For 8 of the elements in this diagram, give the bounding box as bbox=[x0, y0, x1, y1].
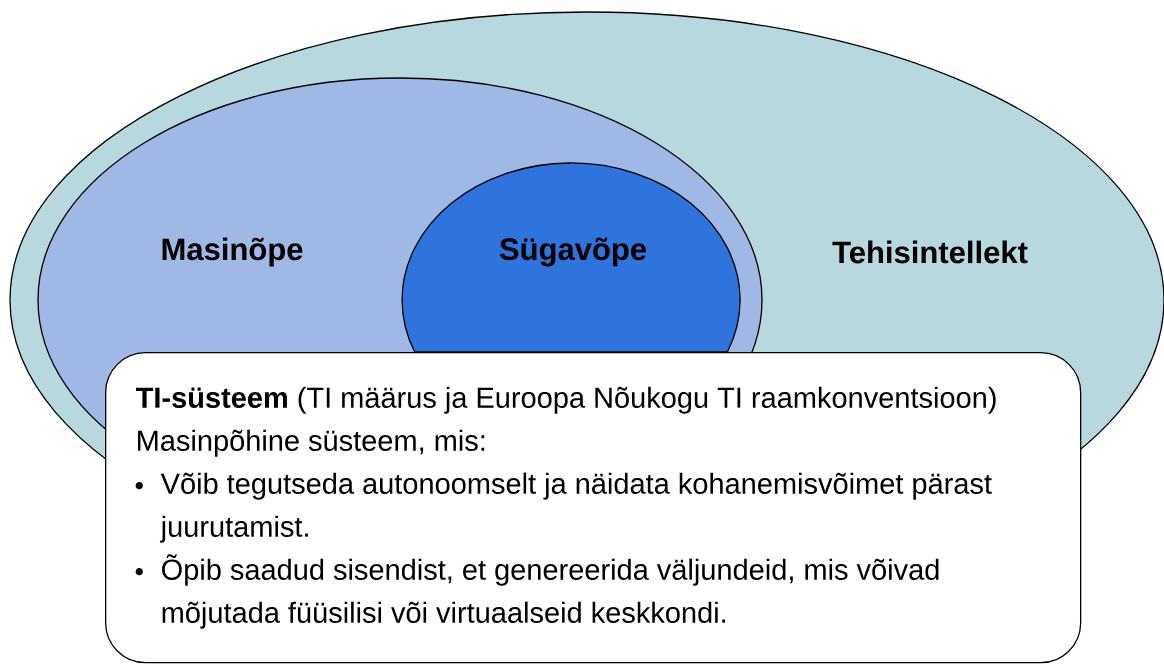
bullet-item: Võib tegutseda autonoomselt ja näidata kohanemisvõimet pärast juurutamist. bbox=[159, 472, 992, 543]
ellipse-label: Masinõpe bbox=[162, 237, 303, 267]
bullet-item: Õpib saadud sisendist, et genereerida väljundeid, mis võivad mõjutada füüsilisi või virtuaalseid keskkondi. bbox=[162, 554, 939, 629]
heading-text: TI-süsteem (TI määrus ja Euroopa Nõukogu TI raamkonventsioon) bbox=[136, 386, 996, 414]
definition-box bbox=[105, 352, 1082, 664]
body-text: Masinpõhine süsteem, mis: bbox=[138, 429, 485, 457]
ellipse-label: Sügavõpe bbox=[499, 237, 647, 267]
ellipse-label: Tehisintellekt bbox=[832, 240, 1028, 264]
